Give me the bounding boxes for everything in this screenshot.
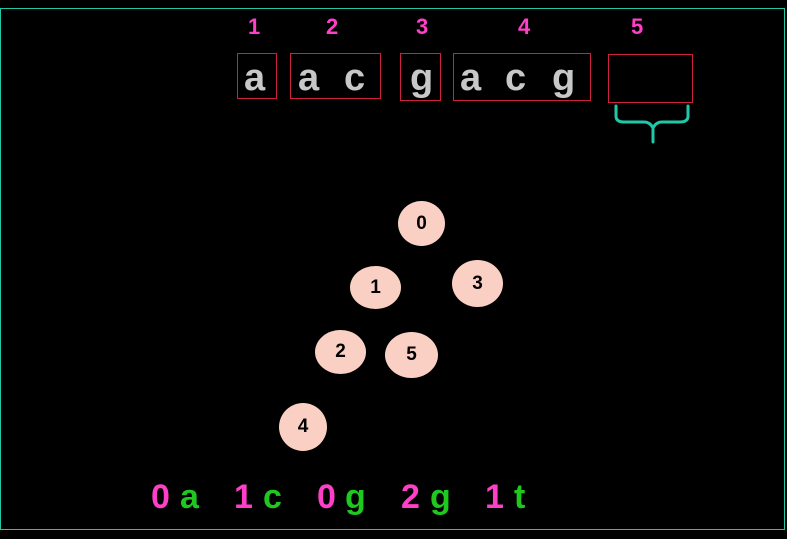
phrase-number-3: 3 xyxy=(416,14,429,39)
phrase-box-5-empty xyxy=(608,54,693,103)
phrase-box-4 xyxy=(453,53,591,101)
encoding-index-4: 2 xyxy=(401,478,420,516)
phrase-number-2: 2 xyxy=(326,14,339,39)
phrase-4-char-1: a xyxy=(460,57,482,99)
encoding-char-2: c xyxy=(263,478,282,516)
trie-node-3: 3 xyxy=(452,260,503,307)
phrase-2-char-2: c xyxy=(344,57,366,99)
phrase-2-char-1: a xyxy=(298,57,320,99)
encoding-index-1: 0 xyxy=(151,478,170,516)
phrase-3-char-1: g xyxy=(410,57,434,99)
phrase-number-5: 5 xyxy=(631,14,644,39)
phrase-box-2 xyxy=(290,53,381,99)
encoding-char-3: g xyxy=(345,478,366,516)
encoding-index-5: 1 xyxy=(485,478,504,516)
diagram-frame xyxy=(0,8,785,530)
encoding-char-4: g xyxy=(430,478,451,516)
phrase-4-char-3: g xyxy=(552,57,576,99)
trie-node-4: 4 xyxy=(279,403,327,451)
phrase-box-1 xyxy=(237,53,277,99)
trie-node-2: 2 xyxy=(315,330,366,374)
trie-node-0: 0 xyxy=(398,201,445,246)
encoding-char-1: a xyxy=(180,478,199,516)
trie-node-5: 5 xyxy=(385,332,438,378)
encoding-index-2: 1 xyxy=(234,478,253,516)
encoding-index-3: 0 xyxy=(317,478,336,516)
phrase-4-char-2: c xyxy=(505,57,527,99)
phrase-1-char-1: a xyxy=(244,57,266,99)
curly-brace-icon xyxy=(614,104,690,144)
phrase-number-1: 1 xyxy=(248,14,261,39)
phrase-number-4: 4 xyxy=(518,14,531,39)
trie-node-1: 1 xyxy=(350,266,401,309)
encoding-char-5: t xyxy=(514,478,526,516)
phrase-box-3 xyxy=(400,53,441,101)
